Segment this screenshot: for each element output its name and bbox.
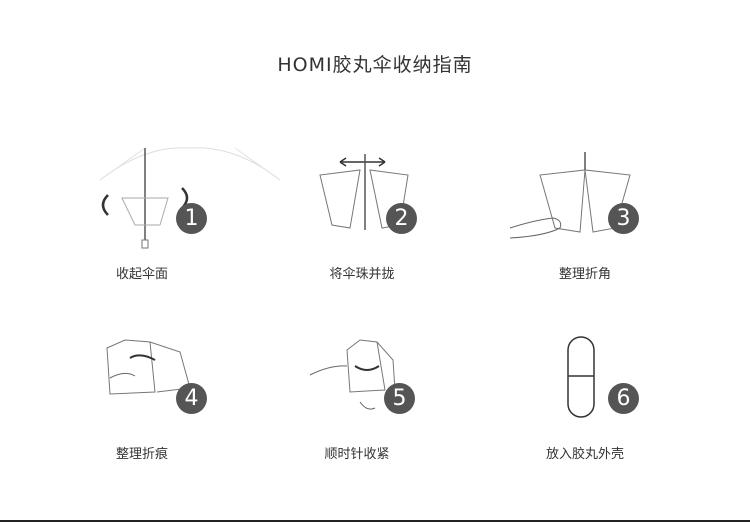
step-6: 6: [540, 330, 740, 480]
step-2: 2: [310, 140, 510, 290]
bottom-divider: [0, 520, 750, 522]
step-4-badge: 4: [176, 383, 207, 414]
page-title: HOMI胶丸伞收纳指南: [277, 54, 473, 76]
step-6-badge: 6: [608, 383, 639, 414]
gather-beads-illustration: [319, 154, 409, 230]
capsule-case-icon: [567, 336, 595, 418]
step-4-caption: 整理折痕: [115, 447, 168, 462]
step-3-badge: 3: [608, 203, 639, 234]
step-3: 3: [505, 140, 705, 290]
fold-creases-illustration: [106, 339, 191, 395]
step-6-caption: 放入胶丸外壳: [545, 447, 624, 462]
fold-corners-illustration: [509, 152, 631, 239]
step-5-badge: 5: [384, 383, 415, 414]
step-1: 1: [90, 140, 290, 290]
step-2-badge: 2: [386, 203, 417, 234]
collapse-canopy-illustration: [99, 147, 281, 249]
step-1-caption: 收起伞面: [115, 267, 168, 282]
step-2-caption: 将伞珠并拢: [329, 267, 395, 282]
tighten-clockwise-illustration: [309, 339, 396, 410]
step-5-caption: 顺时针收紧: [324, 447, 390, 462]
step-4: 4: [95, 330, 295, 480]
step-3-caption: 整理折角: [558, 267, 611, 282]
step-1-badge: 1: [176, 203, 207, 234]
step-5: 5: [305, 330, 505, 480]
